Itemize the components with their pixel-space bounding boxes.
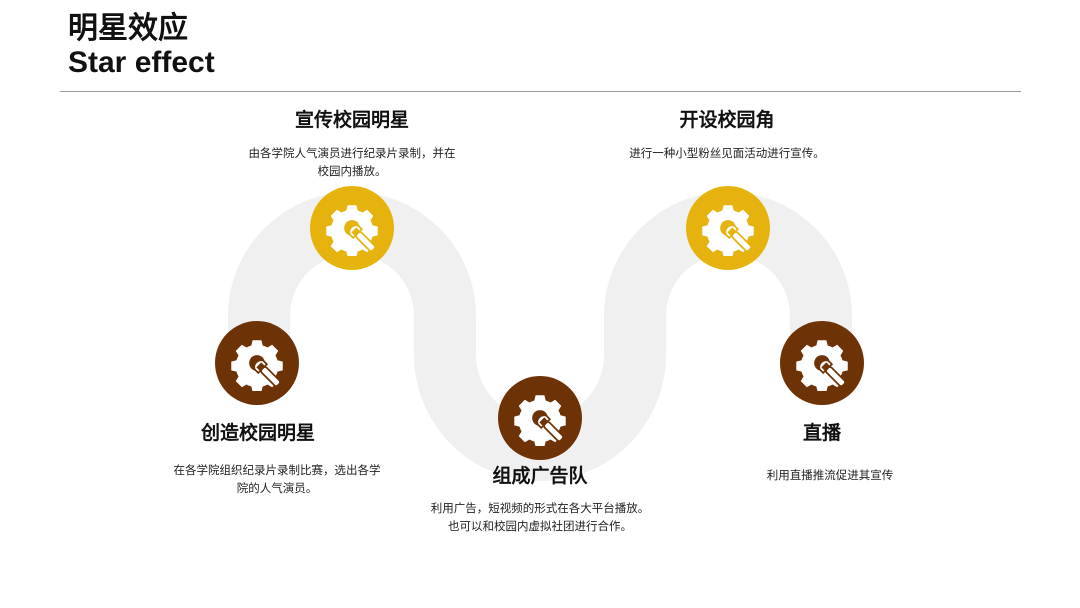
step-1-desc-line-2: 院的人气演员。 [236, 481, 318, 495]
step-2-desc-line-2: 校园内播放。 [317, 164, 387, 178]
step-5-desc-line-1: 利用直播推流促进其宣传 [766, 468, 894, 482]
step-3-desc-line-2: 也可以和校园内虚拟社团进行合作。 [448, 519, 632, 533]
gear-wrench-icon [513, 394, 567, 446]
gear-wrench-icon [230, 339, 284, 391]
step-5-title: 直播 [802, 422, 841, 444]
page-title-cn: 明星效应 [68, 11, 188, 46]
step-2-title: 宣传校园明星 [294, 109, 409, 131]
step-2-desc: 由各学院人气演员进行纪录片录制，并在 校园内播放。 [232, 144, 472, 180]
step-5-desc: 利用直播推流促进其宣传 [710, 466, 950, 484]
step-1-desc: 在各学院组织纪录片录制比赛，选出各学 院的人气演员。 [157, 461, 397, 497]
gear-wrench-icon [701, 204, 755, 256]
step-4-desc: 进行一种小型粉丝见面活动进行宣传。 [607, 144, 847, 162]
step-1-desc-line-1: 在各学院组织纪录片录制比赛，选出各学 [173, 463, 381, 477]
header-divider [60, 91, 1021, 92]
step-3-desc-line-1: 利用广告，短视频的形式在各大平台播放。 [430, 501, 650, 515]
step-1-circle [215, 321, 299, 405]
gear-wrench-icon [795, 339, 849, 391]
step-3-desc: 利用广告，短视频的形式在各大平台播放。 也可以和校园内虚拟社团进行合作。 [410, 499, 670, 535]
step-5-circle [780, 321, 864, 405]
step-1-title: 创造校园明星 [200, 422, 315, 444]
page-title-en: Star effect [68, 46, 215, 79]
gear-wrench-icon [325, 204, 379, 256]
step-4-desc-line-1: 进行一种小型粉丝见面活动进行宣传。 [629, 146, 825, 160]
step-3-title: 组成广告队 [492, 465, 588, 487]
step-2-desc-line-1: 由各学院人气演员进行纪录片录制，并在 [248, 146, 456, 160]
step-4-title: 开设校园角 [679, 109, 775, 131]
step-4-circle [686, 186, 770, 270]
step-3-circle [498, 376, 582, 460]
step-2-circle [310, 186, 394, 270]
